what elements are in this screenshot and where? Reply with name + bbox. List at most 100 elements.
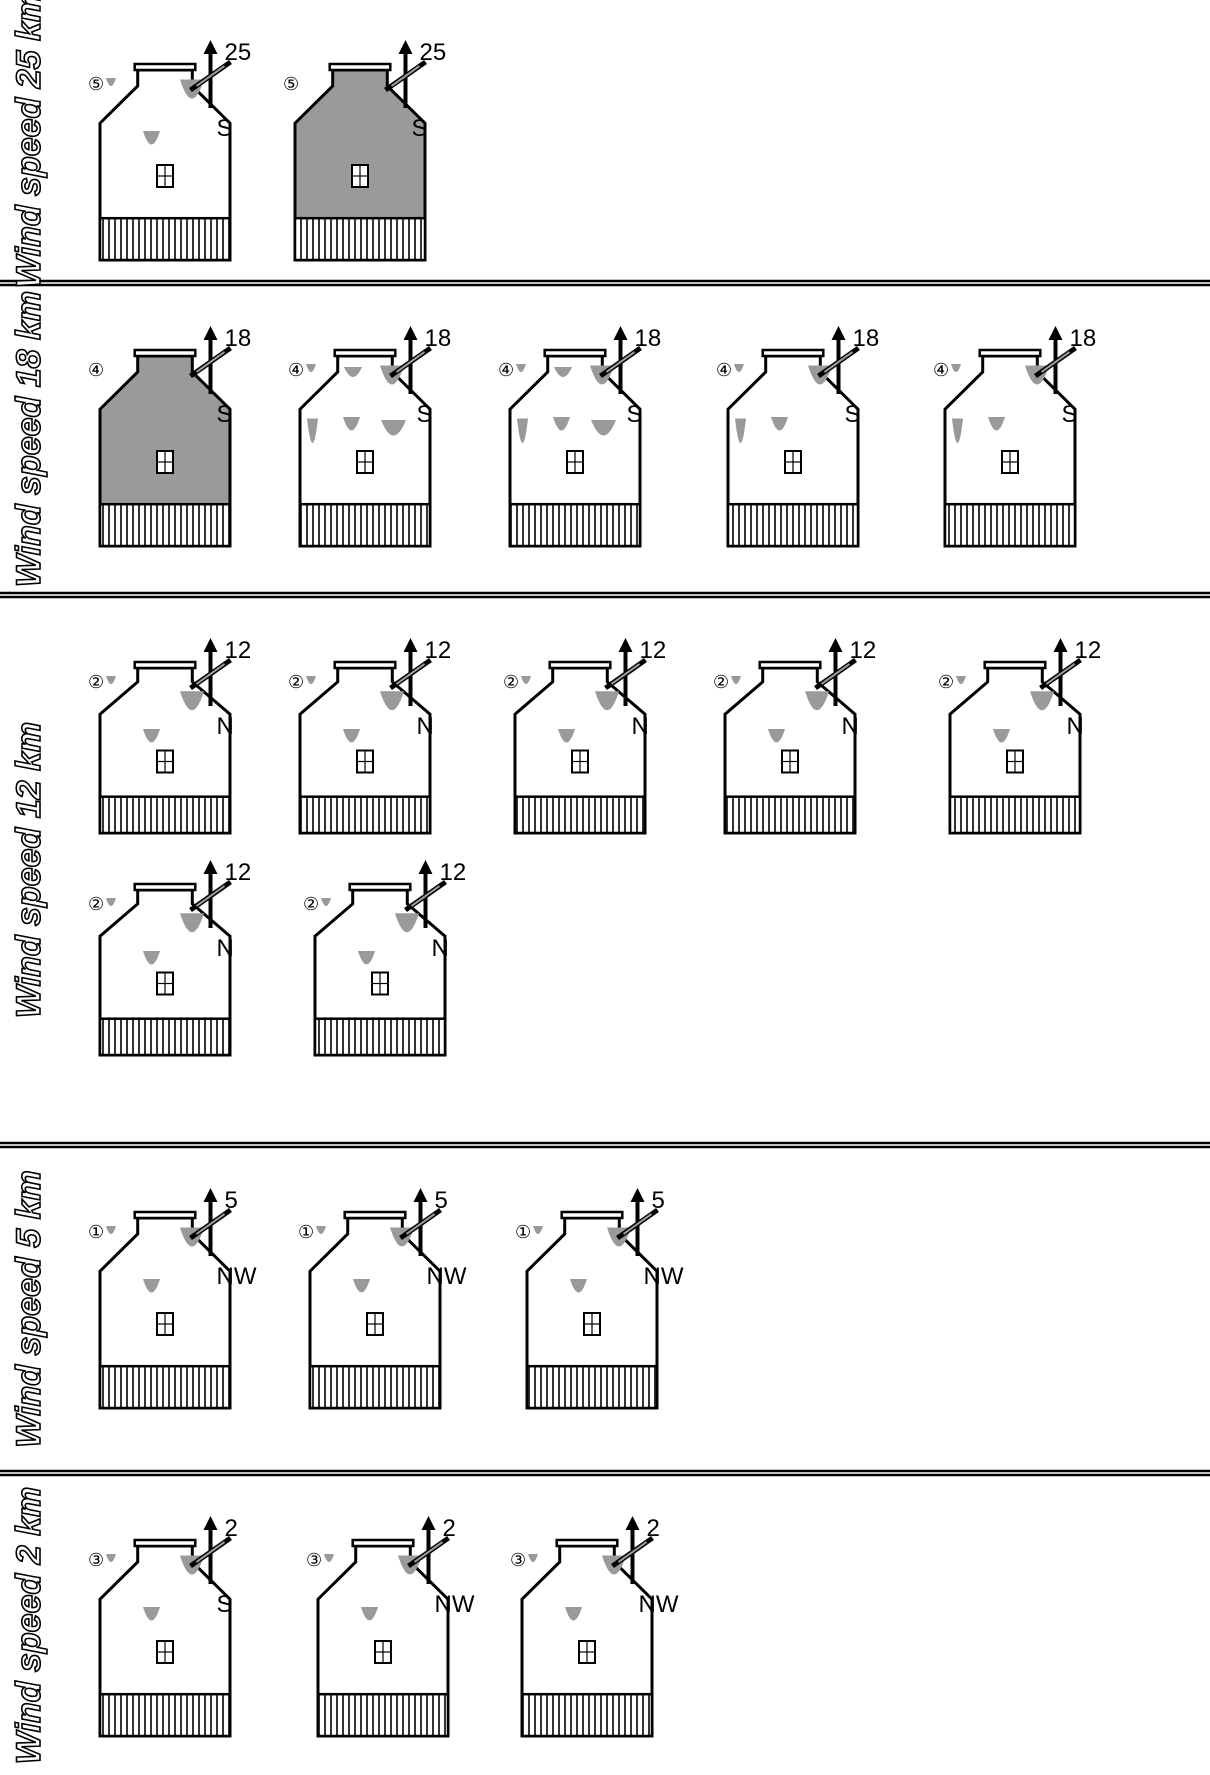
arrow-head-icon <box>1048 326 1063 340</box>
speed-label: 12 <box>850 637 877 664</box>
arrow-head-icon <box>413 1188 428 1202</box>
direction-label: S <box>217 115 233 142</box>
weathering-patch <box>521 676 531 684</box>
weathering-patch <box>143 729 160 743</box>
roof-cap <box>548 660 612 670</box>
site-marker: ② <box>938 672 954 693</box>
weathering-patch <box>533 1226 543 1234</box>
hatched-base <box>98 795 232 835</box>
weathering-patch <box>380 691 404 711</box>
hatched-base <box>943 502 1077 548</box>
site-marker: ① <box>298 1222 314 1243</box>
weathering-patch <box>306 676 316 684</box>
row-label: Wind speed 18 km <box>10 291 48 587</box>
weathering-patch <box>316 1226 326 1234</box>
arrow-head-icon <box>613 326 628 340</box>
weathering-patch <box>143 1607 160 1621</box>
site-marker: ③ <box>306 1550 322 1571</box>
roof-cap <box>560 1210 624 1220</box>
weathering-patch <box>993 729 1010 743</box>
speed-label: 18 <box>853 325 880 352</box>
hatched-base <box>308 1364 442 1410</box>
site-marker: ④ <box>88 360 104 381</box>
weathering-patch <box>180 691 204 711</box>
direction-label: S <box>627 401 643 428</box>
weathering-patch <box>143 1279 160 1293</box>
arrow-head-icon <box>828 638 843 652</box>
weathering-patch <box>570 1279 587 1293</box>
arrow-head-icon <box>203 326 218 340</box>
speed-label: 18 <box>635 325 662 352</box>
weathering-patch <box>956 676 966 684</box>
roof-cap <box>758 660 822 670</box>
roof-cap <box>333 348 397 358</box>
site-marker: ④ <box>498 360 514 381</box>
hatched-base <box>98 502 232 548</box>
direction-label: S <box>1062 401 1078 428</box>
hatched-base <box>98 216 232 262</box>
speed-label: 18 <box>425 325 452 352</box>
weathering-patch <box>343 729 360 743</box>
hatched-base <box>948 795 1082 835</box>
weathering-patch <box>344 367 362 377</box>
weathering-patch <box>143 951 160 965</box>
hatched-base <box>293 216 427 262</box>
arrow-head-icon <box>203 860 218 874</box>
speed-label: 25 <box>420 39 447 66</box>
weathering-patch <box>516 364 526 372</box>
weathering-patch <box>106 1554 116 1562</box>
weathering-patch <box>361 1607 378 1621</box>
hatched-base <box>513 795 647 835</box>
row-label: Wind speed 12 km <box>10 722 48 1018</box>
direction-label: NW <box>644 1263 684 1290</box>
weathering-patch <box>554 367 572 377</box>
hatched-base <box>508 502 642 548</box>
arrow-head-icon <box>831 326 846 340</box>
weathering-patch <box>768 729 785 743</box>
weathering-patch <box>952 418 963 443</box>
arrow-head-icon <box>203 638 218 652</box>
direction-label: NW <box>217 1263 257 1290</box>
site-marker: ④ <box>933 360 949 381</box>
direction-label: NW <box>639 1591 679 1618</box>
roof-cap <box>133 882 197 892</box>
roof-cap <box>133 62 197 72</box>
arrow-head-icon <box>398 40 413 54</box>
speed-label: 25 <box>225 39 252 66</box>
weathering-patch <box>951 364 961 372</box>
weathering-patch <box>381 420 406 436</box>
site-marker: ① <box>515 1222 531 1243</box>
roof-cap <box>978 348 1042 358</box>
hatched-base <box>520 1692 654 1738</box>
weathering-patch <box>180 913 204 933</box>
weathering-patch <box>106 78 116 86</box>
direction-label: S <box>845 401 861 428</box>
weathering-patch <box>517 418 528 443</box>
weathering-patch <box>558 729 575 743</box>
weathering-patch <box>106 898 116 906</box>
site-marker: ⑤ <box>283 74 299 95</box>
site-marker: ④ <box>716 360 732 381</box>
arrow-head-icon <box>421 1516 436 1530</box>
building-item: ④ 18S <box>498 325 662 548</box>
speed-label: 2 <box>225 1515 238 1542</box>
direction-label: NW <box>427 1263 467 1290</box>
speed-label: 18 <box>225 325 252 352</box>
roof-cap <box>543 348 607 358</box>
roof-cap <box>333 660 397 670</box>
direction-label: S <box>412 115 428 142</box>
arrow-head-icon <box>1053 638 1068 652</box>
weathering-patch <box>321 898 331 906</box>
speed-label: 2 <box>443 1515 456 1542</box>
hatched-base <box>98 1364 232 1410</box>
direction-label: S <box>217 1591 233 1618</box>
